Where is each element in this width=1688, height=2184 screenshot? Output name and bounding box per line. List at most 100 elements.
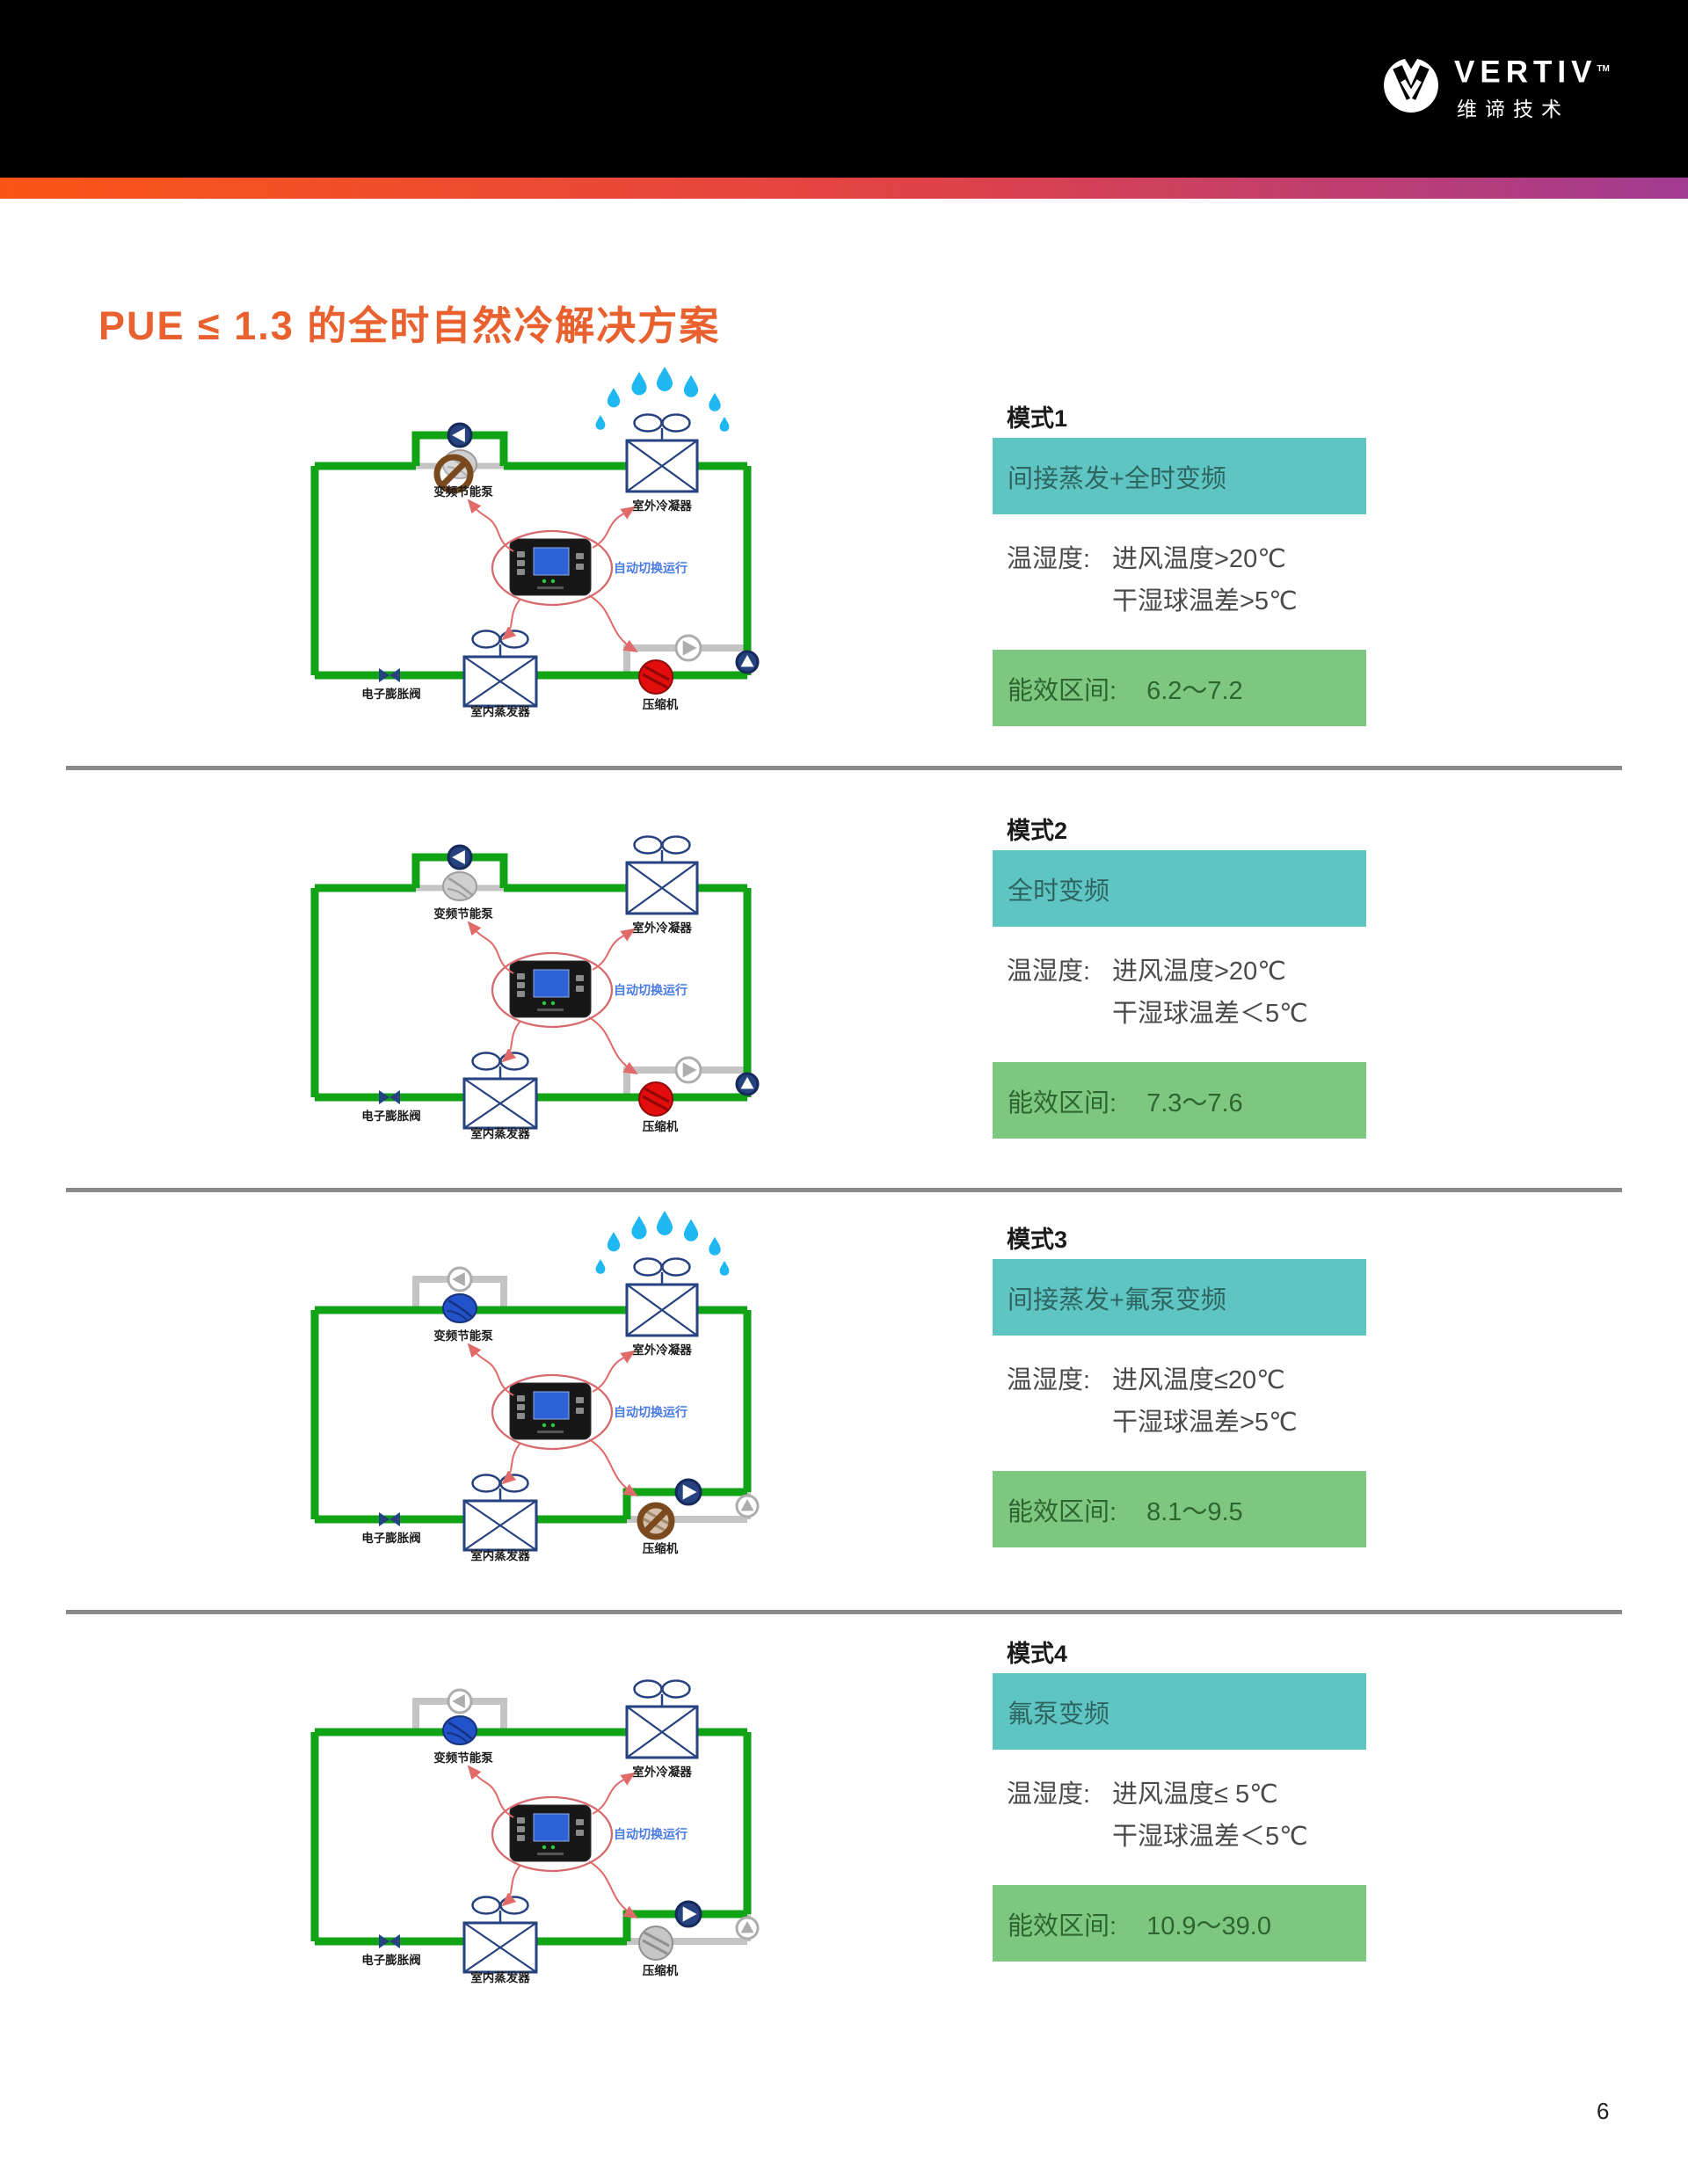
compressor-label: 压缩机: [643, 1119, 679, 1133]
trademark: TM: [1597, 64, 1610, 74]
expansion-valve-icon: [379, 1934, 400, 1948]
mode-method-label: 全时变频: [1008, 877, 1110, 906]
compressor-icon: [638, 1081, 673, 1117]
water-drops-icon: [595, 367, 730, 432]
fluorine-pump-icon: [674, 1478, 702, 1506]
efficiency-value: 8.1～9.5: [1146, 1497, 1243, 1526]
condition-line-1: 进风温度>20℃: [1112, 957, 1286, 986]
controller-highlight-oval: [491, 951, 614, 1029]
fan-icon: [633, 413, 691, 440]
condition-label: 温湿度:: [1007, 545, 1091, 573]
controller-highlight-oval: [491, 529, 614, 607]
fan-icon: [633, 1257, 691, 1285]
expansion-valve-label: 电子膨胀阀: [361, 1109, 421, 1123]
expansion-valve-icon: [379, 1090, 400, 1104]
mode-title: 模式3: [1007, 1227, 1068, 1253]
check-valve-icon: [735, 650, 760, 674]
controller-arrows: [467, 921, 638, 1075]
controller: [509, 960, 592, 1018]
expansion-valve-label: 电子膨胀阀: [361, 1531, 421, 1545]
indoor-evaporator-label: 室内蒸发器: [470, 704, 530, 718]
condition-label: 温湿度:: [1007, 957, 1091, 986]
controller: [509, 1804, 592, 1862]
controller-note: 自动切换运行: [614, 1405, 688, 1419]
fan-icon: [471, 630, 529, 657]
indoor-evaporator: [462, 1077, 538, 1130]
mode-method-label: 间接蒸发+氟泵变频: [1008, 1285, 1226, 1314]
condition-line-2: 干湿球温差＜5℃: [1112, 1823, 1308, 1851]
condition-line-1: 进风温度>20℃: [1112, 545, 1286, 573]
fluorine-pump-icon: [674, 1900, 702, 1928]
brand-text: VERTIVTM 维谛技术: [1454, 53, 1610, 122]
controller-note: 自动切换运行: [614, 983, 688, 997]
mode3-panel: 模式3 间接蒸发+氟泵变频 温湿度: 进风温度≤20℃ 干湿球温差>5℃ 能效区间…: [993, 1208, 1366, 1560]
bypass-check-valve-icon: [447, 422, 473, 448]
compressor-icon: [638, 659, 673, 695]
controller: [509, 1382, 592, 1440]
bypass-pump-icon: [447, 1688, 473, 1714]
idle-pump-icon: [735, 1494, 760, 1518]
mode-method-badge: 全时变频: [993, 850, 1366, 927]
section-divider: [66, 1610, 1622, 1614]
fan-icon: [633, 1679, 691, 1707]
page-title: PUE ≤ 1.3 的全时自然冷解决方案: [98, 303, 721, 348]
expansion-valve-label: 电子膨胀阀: [361, 1953, 421, 1967]
condition-line-2: 干湿球温差>5℃: [1112, 587, 1298, 615]
vertiv-logo-icon: [1384, 57, 1438, 113]
controller-note: 自动切换运行: [614, 561, 688, 575]
condition-line-1: 进风温度≤20℃: [1112, 1366, 1285, 1394]
efficiency-label: 能效区间:: [1008, 1497, 1117, 1526]
outdoor-condenser-label: 室外冷凝器: [632, 499, 692, 513]
outdoor-condenser: [625, 1283, 699, 1337]
energy-pump-label: 变频节能泵: [433, 484, 493, 499]
compressor-label: 压缩机: [643, 697, 679, 711]
condition-label: 温湿度:: [1007, 1366, 1091, 1394]
efficiency-label: 能效区间:: [1008, 1911, 1117, 1940]
brand-gradient-bar: [0, 178, 1688, 199]
mode-conditions: 温湿度: 进风温度>20℃ 干湿球温差>5℃: [1007, 538, 1298, 622]
prohibited-icon: [433, 454, 474, 494]
efficiency-value: 6.2～7.2: [1146, 676, 1243, 705]
efficiency-badge: 能效区间: 10.9～39.0: [993, 1885, 1366, 1962]
mode3-cooling-circuit-diagram: 自动切换运行变频节能泵室外冷凝器电子膨胀阀室内蒸发器压缩机: [202, 1209, 774, 1569]
outdoor-condenser-label: 室外冷凝器: [632, 1765, 692, 1779]
header-bar: VERTIVTM 维谛技术: [0, 0, 1688, 178]
expansion-valve-icon: [379, 668, 400, 682]
indoor-evaporator-label: 室内蒸发器: [470, 1970, 530, 1984]
efficiency-badge: 能效区间: 8.1～9.5: [993, 1471, 1366, 1547]
mode-method-badge: 间接蒸发+全时变频: [993, 438, 1366, 514]
outdoor-condenser: [625, 861, 699, 915]
idle-pump-icon: [674, 634, 702, 662]
condition-line-1: 进风温度≤ 5℃: [1112, 1780, 1278, 1809]
energy-pump-icon: [442, 871, 477, 901]
section-divider: [66, 1188, 1622, 1192]
energy-pump-icon: [442, 1293, 477, 1323]
outdoor-condenser-label: 室外冷凝器: [632, 921, 692, 935]
outdoor-condenser: [625, 439, 699, 493]
expansion-valve-label: 电子膨胀阀: [361, 687, 421, 701]
compressor-label: 压缩机: [643, 1963, 679, 1977]
condition-line-2: 干湿球温差>5℃: [1112, 1409, 1298, 1437]
water-drops-icon: [595, 1211, 730, 1276]
brand-block: VERTIVTM 维谛技术: [1382, 53, 1646, 128]
mode-title: 模式4: [1007, 1641, 1068, 1667]
mode4-cooling-circuit-diagram: 自动切换运行变频节能泵室外冷凝器电子膨胀阀室内蒸发器压缩机: [202, 1631, 774, 1991]
energy-pump-label: 变频节能泵: [433, 1751, 493, 1765]
section-divider: [66, 766, 1622, 770]
indoor-evaporator-label: 室内蒸发器: [470, 1126, 530, 1140]
mode-method-badge: 间接蒸发+氟泵变频: [993, 1259, 1366, 1336]
brand-name: VERTIVTM: [1454, 55, 1610, 90]
fan-icon: [471, 1052, 529, 1079]
page-number: 6: [1597, 2098, 1610, 2124]
mode-method-label: 氟泵变频: [1008, 1700, 1110, 1729]
mode-method-badge: 氟泵变频: [993, 1673, 1366, 1750]
mode2-cooling-circuit-diagram: 自动切换运行变频节能泵室外冷凝器电子膨胀阀室内蒸发器压缩机: [202, 787, 774, 1147]
